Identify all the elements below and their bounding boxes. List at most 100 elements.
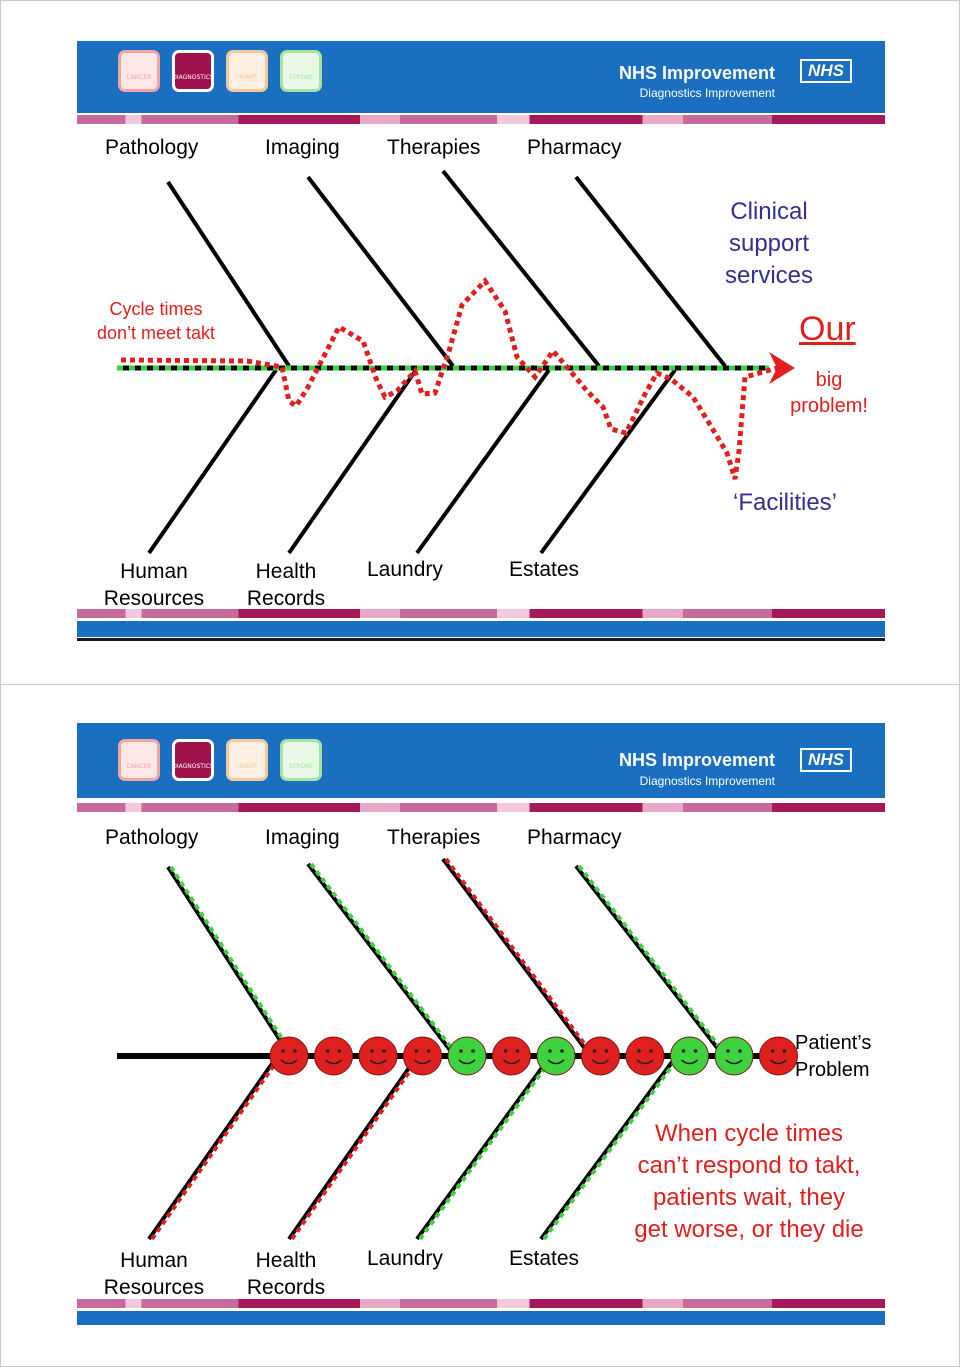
faces-group <box>269 1036 798 1076</box>
label-line: Patient’s <box>795 1032 872 1054</box>
face-eye <box>281 1049 285 1053</box>
label-health-records: Health Records <box>216 558 356 612</box>
face-mouth <box>770 1059 787 1065</box>
label-line: big <box>815 369 843 391</box>
page-2: CANCER DIAGNOSTICS HEART STROKE NHS Impr… <box>0 684 960 1367</box>
face-eye <box>548 1049 552 1053</box>
face-eye <box>382 1049 386 1053</box>
face-circle <box>314 1036 353 1076</box>
label-line: Health <box>255 560 317 583</box>
face-eye <box>503 1049 508 1053</box>
slide-header: CANCER DIAGNOSTICS HEART STROKE NHS Impr… <box>77 41 885 113</box>
smiley-face-red <box>403 1036 442 1076</box>
label-line: patients wait, they <box>652 1184 846 1211</box>
face-eye <box>370 1049 374 1053</box>
bone-pathology <box>166 180 291 368</box>
slide-1: CANCER DIAGNOSTICS HEART STROKE NHS Impr… <box>77 41 885 643</box>
label-laundry: Laundry <box>367 558 443 581</box>
face-mouth <box>280 1059 298 1065</box>
bone-pharmacy-status-dash <box>577 864 727 1056</box>
label-line: Records <box>246 587 326 610</box>
bone-laundry <box>415 1056 551 1241</box>
bone-imaging <box>306 862 455 1056</box>
tab-heart: HEART <box>226 50 268 92</box>
face-mouth <box>325 1059 342 1065</box>
smiley-face-red <box>625 1036 665 1076</box>
bone-estates <box>539 1056 677 1241</box>
footer-bar <box>77 1311 885 1325</box>
face-circle <box>625 1036 665 1076</box>
smiley-face-red <box>759 1036 798 1076</box>
label-imaging: Imaging <box>265 826 340 849</box>
bone-health-records <box>287 368 418 555</box>
label-clinical-support: Clinical support services <box>699 196 839 292</box>
bone-therapies-status-dash <box>444 857 594 1056</box>
face-eye <box>414 1049 419 1053</box>
nhs-logo-text: NHS <box>802 750 850 770</box>
label-line: Clinical <box>730 198 808 225</box>
label-health-records: Health Records <box>216 1247 356 1301</box>
tab-cancer: CANCER <box>118 739 160 781</box>
face-circle <box>670 1036 709 1076</box>
face-eye <box>637 1049 641 1053</box>
header-stripe <box>77 803 885 812</box>
face-mouth <box>681 1059 698 1065</box>
cycle-time-variation-line <box>120 277 778 480</box>
label-therapies: Therapies <box>387 826 481 849</box>
label-line: services <box>724 262 814 289</box>
label-estates: Estates <box>509 1247 580 1270</box>
label-big-problem: big problem! <box>777 367 881 419</box>
face-mouth <box>414 1059 431 1065</box>
face-mouth <box>592 1059 609 1065</box>
fishbone-diagram-2 <box>117 857 798 1241</box>
bone-human-resources <box>147 1056 278 1241</box>
nhs-logo: NHS <box>800 748 852 772</box>
face-mouth <box>636 1059 654 1065</box>
face-circle <box>358 1036 398 1076</box>
smiley-face-green <box>670 1036 709 1076</box>
face-mouth <box>369 1059 387 1065</box>
bone-therapies <box>441 169 601 368</box>
label-line: support <box>728 230 810 257</box>
label-line: Resources <box>103 1276 205 1299</box>
label-pharmacy: Pharmacy <box>527 826 622 849</box>
label-cycle-times: Cycle times don’t meet takt <box>81 297 231 345</box>
tab-heart: HEART <box>226 739 268 781</box>
face-eye <box>325 1049 330 1053</box>
face-eye <box>770 1049 775 1053</box>
label-message: When cycle times can’t respond to takt, … <box>613 1118 885 1246</box>
label-pharmacy: Pharmacy <box>527 136 622 159</box>
tab-stroke: STROKE <box>280 50 322 92</box>
face-eye <box>337 1049 342 1053</box>
bone-human-resources-status-dash <box>150 1056 281 1241</box>
face-eye <box>604 1049 609 1053</box>
bone-pharmacy <box>574 864 724 1056</box>
label-line: don’t meet takt <box>96 323 216 343</box>
face-eye <box>782 1049 787 1053</box>
face-eye <box>726 1049 730 1053</box>
brand-subtitle: Diagnostics Improvement <box>639 86 775 100</box>
face-eye <box>693 1049 698 1053</box>
bone-health-records <box>287 1056 418 1241</box>
label-laundry: Laundry <box>367 1247 443 1270</box>
label-pathology: Pathology <box>105 826 199 849</box>
bone-laundry <box>415 368 551 555</box>
label-line: Human <box>120 560 188 583</box>
label-patients-problem: Patient’s Problem <box>795 1030 871 1084</box>
bone-therapies <box>441 857 591 1056</box>
slide-header: CANCER DIAGNOSTICS HEART STROKE NHS Impr… <box>77 723 885 798</box>
label-line: problem! <box>790 395 868 417</box>
label-line: Human <box>120 1249 188 1272</box>
face-circle <box>269 1036 309 1076</box>
label-line: Health <box>255 1249 317 1272</box>
face-eye <box>459 1049 463 1053</box>
header-stripe <box>77 115 885 124</box>
smiley-face-red <box>269 1036 309 1076</box>
face-eye <box>592 1049 597 1053</box>
face-eye <box>426 1049 431 1053</box>
label-human-resources: Human Resources <box>84 1247 224 1301</box>
face-eye <box>649 1049 653 1053</box>
nhs-logo-text: NHS <box>802 61 850 81</box>
label-line: Resources <box>103 587 205 610</box>
label-line: Problem <box>795 1059 870 1081</box>
